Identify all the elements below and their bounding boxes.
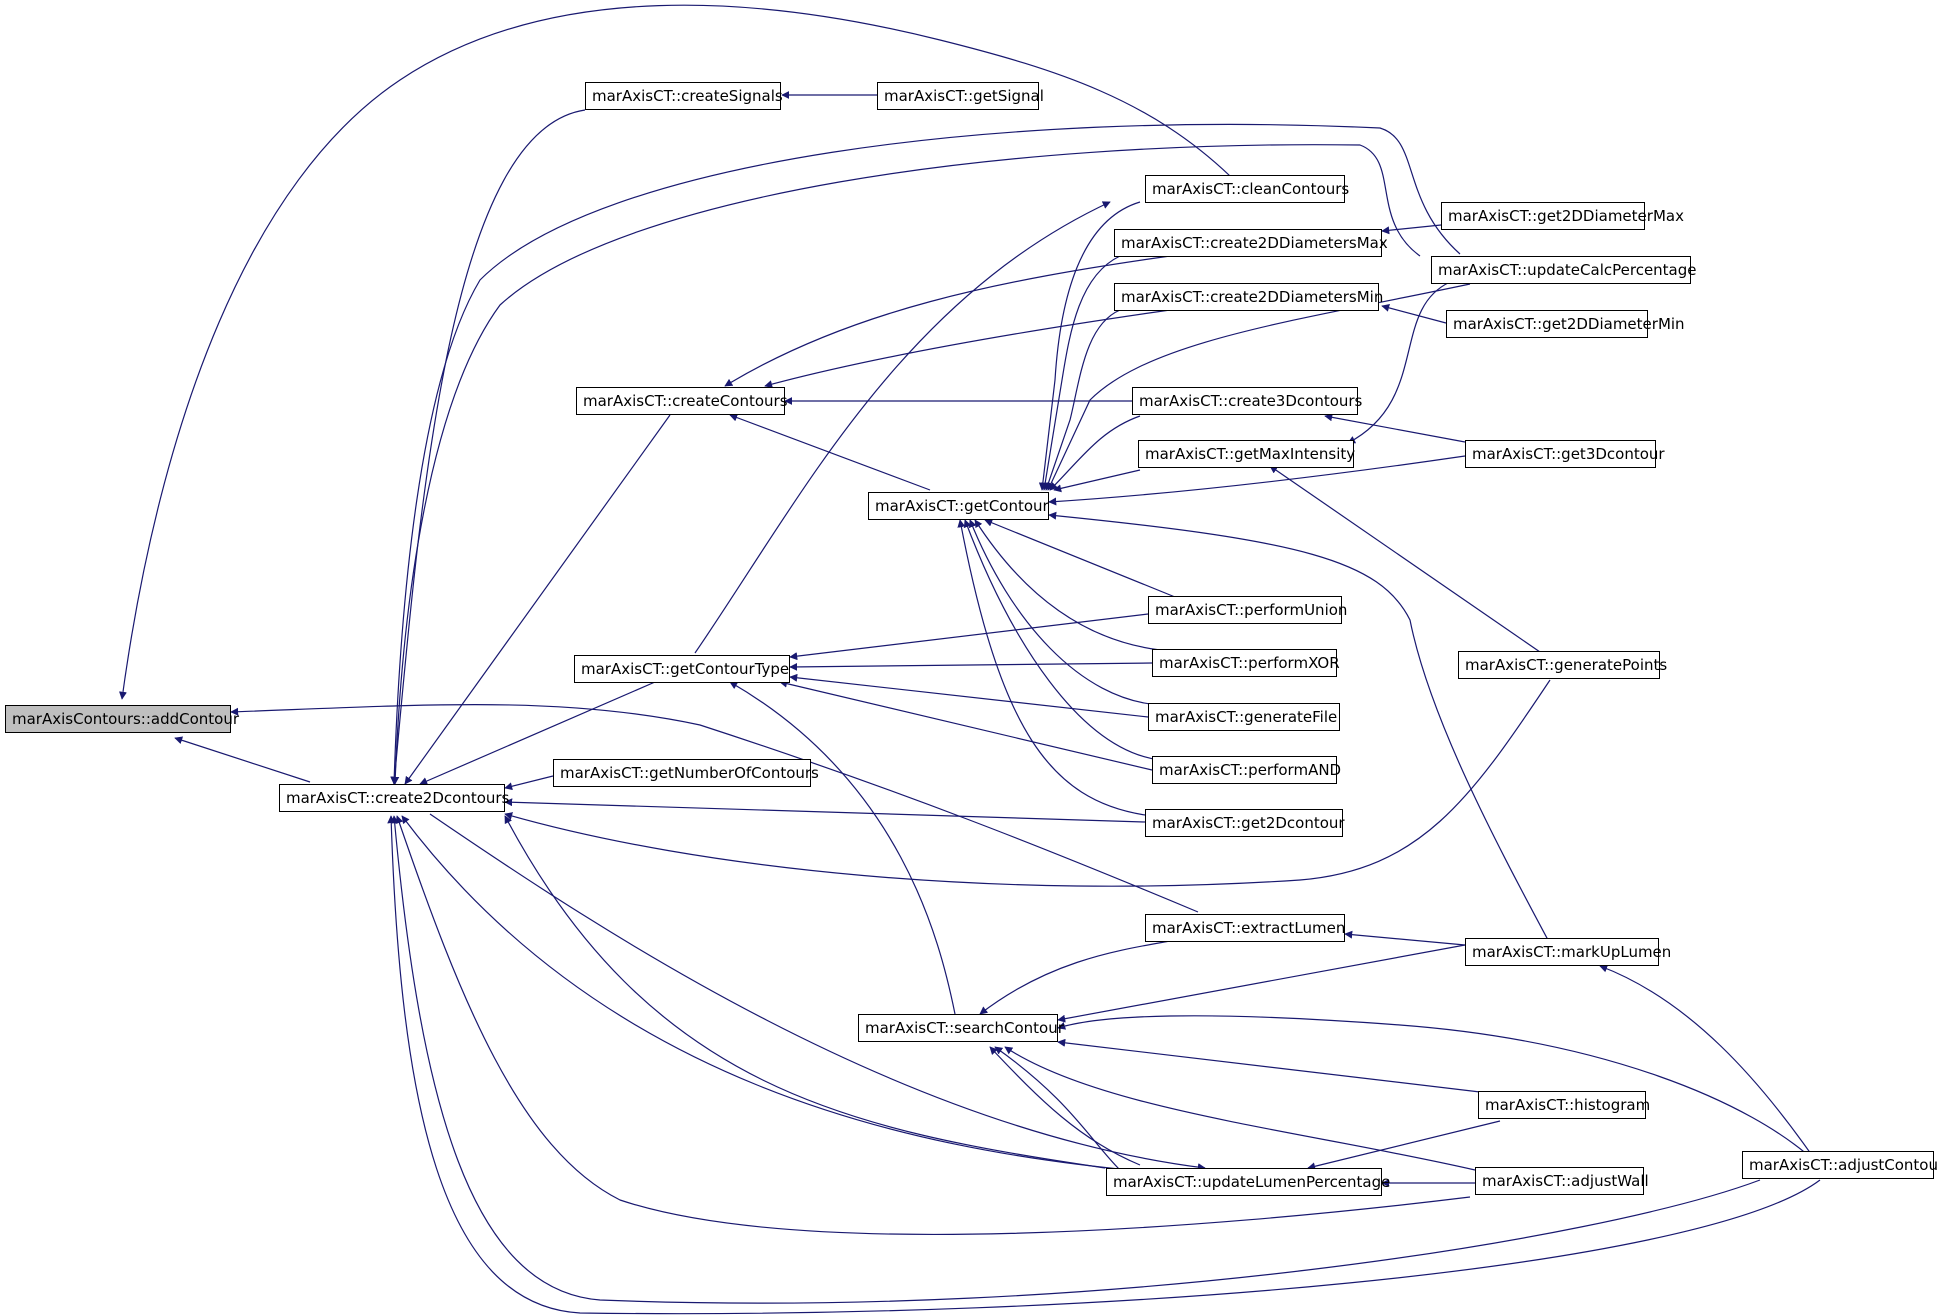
node-generatePoints[interactable]: marAxisCT::generatePoints — [1458, 651, 1667, 679]
edge-adjustContour-create2Dcontours-b — [387, 815, 1821, 1315]
node-create2DDiametersMax[interactable]: marAxisCT::create2DDiametersMax — [1114, 229, 1388, 257]
node-performAND[interactable]: marAxisCT::performAND — [1152, 756, 1341, 784]
edge-createSignals-create2Dcontours — [390, 109, 586, 785]
node-getMaxIntensity[interactable]: marAxisCT::getMaxIntensity — [1138, 440, 1355, 468]
edge-adjustWall-create2Dcontours — [395, 815, 1471, 1235]
node-create3Dcontours[interactable]: marAxisCT::create3Dcontours — [1132, 387, 1362, 415]
edge-extractLumen-searchContour — [979, 940, 1171, 1015]
node-performXOR[interactable]: marAxisCT::performXOR — [1152, 649, 1340, 677]
edge-updateLumenPercentage-searchContour — [989, 1046, 1141, 1166]
node-addContour[interactable]: marAxisContours::addContour — [5, 705, 239, 733]
edge-getMaxIntensity-getContour — [1053, 469, 1141, 493]
edge-searchContour-getContourType — [729, 681, 956, 1015]
edge-adjustContour-create2Dcontours-a — [390, 815, 1761, 1304]
edge-cleanContours-getContour — [1038, 201, 1141, 491]
edge-performXOR-getContour — [974, 519, 1161, 651]
edge-updateLumenPercentage-create2Dcontours-a — [504, 815, 1106, 1169]
edge-performXOR-getContourType — [789, 662, 1153, 671]
edge-markUpLumen-getContour — [1048, 511, 1549, 941]
edge-createContours-create2Dcontours — [404, 414, 671, 785]
edge-performAND-getContourType — [779, 679, 1153, 771]
edge-histogram-updateLumenPercentage — [1307, 1120, 1501, 1171]
edge-create3Dcontours-getContour — [1049, 415, 1141, 491]
edge-updateCalcPercentage-getContour — [1047, 283, 1471, 491]
edge-getContourType-cleanContours — [694, 201, 1111, 654]
edge-performAND-getContour — [963, 519, 1161, 761]
edge-extractLumen-addContour — [230, 704, 1199, 913]
edge-get3Dcontour-getContour — [1048, 455, 1466, 506]
node-get2DDiameterMax[interactable]: marAxisCT::get2DDiameterMax — [1441, 202, 1684, 230]
edge-markUpLumen-searchContour — [1057, 944, 1466, 1023]
edge-updateLumenPercentage-create2Dcontours-b — [401, 815, 1151, 1173]
edge-getContour-createContours — [729, 413, 931, 491]
edge-create2Dcontours-addContour — [174, 736, 311, 783]
edge-get2DDiameterMin-create2DDiametersMin — [1381, 303, 1447, 324]
node-extractLumen[interactable]: marAxisCT::extractLumen — [1145, 914, 1345, 942]
edge-get2Dcontour-create2Dcontours — [504, 798, 1146, 823]
edge-create2DDiametersMax-getContour — [1041, 255, 1121, 491]
edge-adjustContour-markUpLumen — [1599, 964, 1819, 1165]
edge-cleanContours-addContour — [119, 4, 1231, 700]
edge-updateCalcPercentage-create2Dcontours-b — [391, 144, 1421, 785]
node-updateCalcPercentage[interactable]: marAxisCT::updateCalcPercentage — [1431, 256, 1697, 284]
node-markUpLumen[interactable]: marAxisCT::markUpLumen — [1465, 938, 1671, 966]
node-searchContour[interactable]: marAxisCT::searchContour — [858, 1014, 1064, 1042]
edge-generatePoints-getMaxIntensity — [1269, 465, 1541, 653]
edge-histogram-searchContour — [1057, 1038, 1481, 1093]
edge-updateCalcPercentage-getMaxIntensity — [1347, 281, 1451, 444]
edge-updateLumenPercentage-searchContour-b — [994, 1046, 1121, 1171]
node-create2Dcontours[interactable]: marAxisCT::create2Dcontours — [279, 784, 509, 812]
node-adjustWall[interactable]: marAxisCT::adjustWall — [1475, 1167, 1649, 1195]
edge-adjustContour-searchContour — [1057, 1015, 1819, 1165]
edge-adjustWall-searchContour — [1004, 1046, 1476, 1171]
edge-updateCalcPercentage-create2Dcontours-a — [390, 123, 1461, 785]
node-generateFile[interactable]: marAxisCT::generateFile — [1148, 703, 1340, 731]
edge-performUnion-getContourType — [789, 613, 1149, 661]
node-cleanContours[interactable]: marAxisCT::cleanContours — [1145, 175, 1349, 203]
node-updateLumenPercentage[interactable]: marAxisCT::updateLumenPercentage — [1106, 1168, 1390, 1196]
edge-create2DDiametersMin-getContour — [1044, 309, 1121, 491]
node-getContour[interactable]: marAxisCT::getContour — [868, 492, 1049, 520]
node-histogram[interactable]: marAxisCT::histogram — [1478, 1091, 1650, 1119]
edge-generateFile-getContour — [968, 519, 1161, 706]
node-create2DDiametersMin[interactable]: marAxisCT::create2DDiametersMin — [1114, 283, 1383, 311]
node-get3Dcontour[interactable]: marAxisCT::get3Dcontour — [1465, 440, 1665, 468]
edge-performUnion-getContour — [984, 518, 1176, 598]
edge-markUpLumen-extractLumen — [1344, 930, 1466, 946]
node-performUnion[interactable]: marAxisCT::performUnion — [1148, 596, 1347, 624]
node-createContours[interactable]: marAxisCT::createContours — [576, 387, 788, 415]
edge-create2DDiametersMax-createContours — [724, 255, 1171, 387]
edge-get2DDiameterMax-create2DDiametersMax — [1381, 224, 1442, 235]
edge-getNumberOfContours-create2Dcontours — [504, 775, 554, 791]
edge-create2DDiametersMin-createContours — [764, 309, 1171, 388]
node-getNumberOfContours[interactable]: marAxisCT::getNumberOfContours — [553, 759, 819, 787]
node-get2DDiameterMin[interactable]: marAxisCT::get2DDiameterMin — [1446, 310, 1685, 338]
node-get2Dcontour[interactable]: marAxisCT::get2Dcontour — [1145, 809, 1345, 837]
edge-generatePoints-create2Dcontours — [504, 679, 1551, 887]
node-getContourType[interactable]: marAxisCT::getContourType — [574, 655, 790, 683]
edge-get2Dcontour-getContour — [957, 519, 1146, 816]
node-adjustContour[interactable]: marAxisCT::adjustContour — [1742, 1151, 1939, 1179]
edge-get3Dcontour-getMaxIntensity — [1324, 413, 1466, 443]
edge-generateFile-getContourType — [789, 673, 1149, 718]
edge-getContourType-create2Dcontours — [419, 681, 656, 785]
edge-create2Dcontours-updateLumenPercentage — [429, 813, 1206, 1172]
node-getSignal[interactable]: marAxisCT::getSignal — [877, 82, 1044, 110]
node-createSignals[interactable]: marAxisCT::createSignals — [585, 82, 783, 110]
